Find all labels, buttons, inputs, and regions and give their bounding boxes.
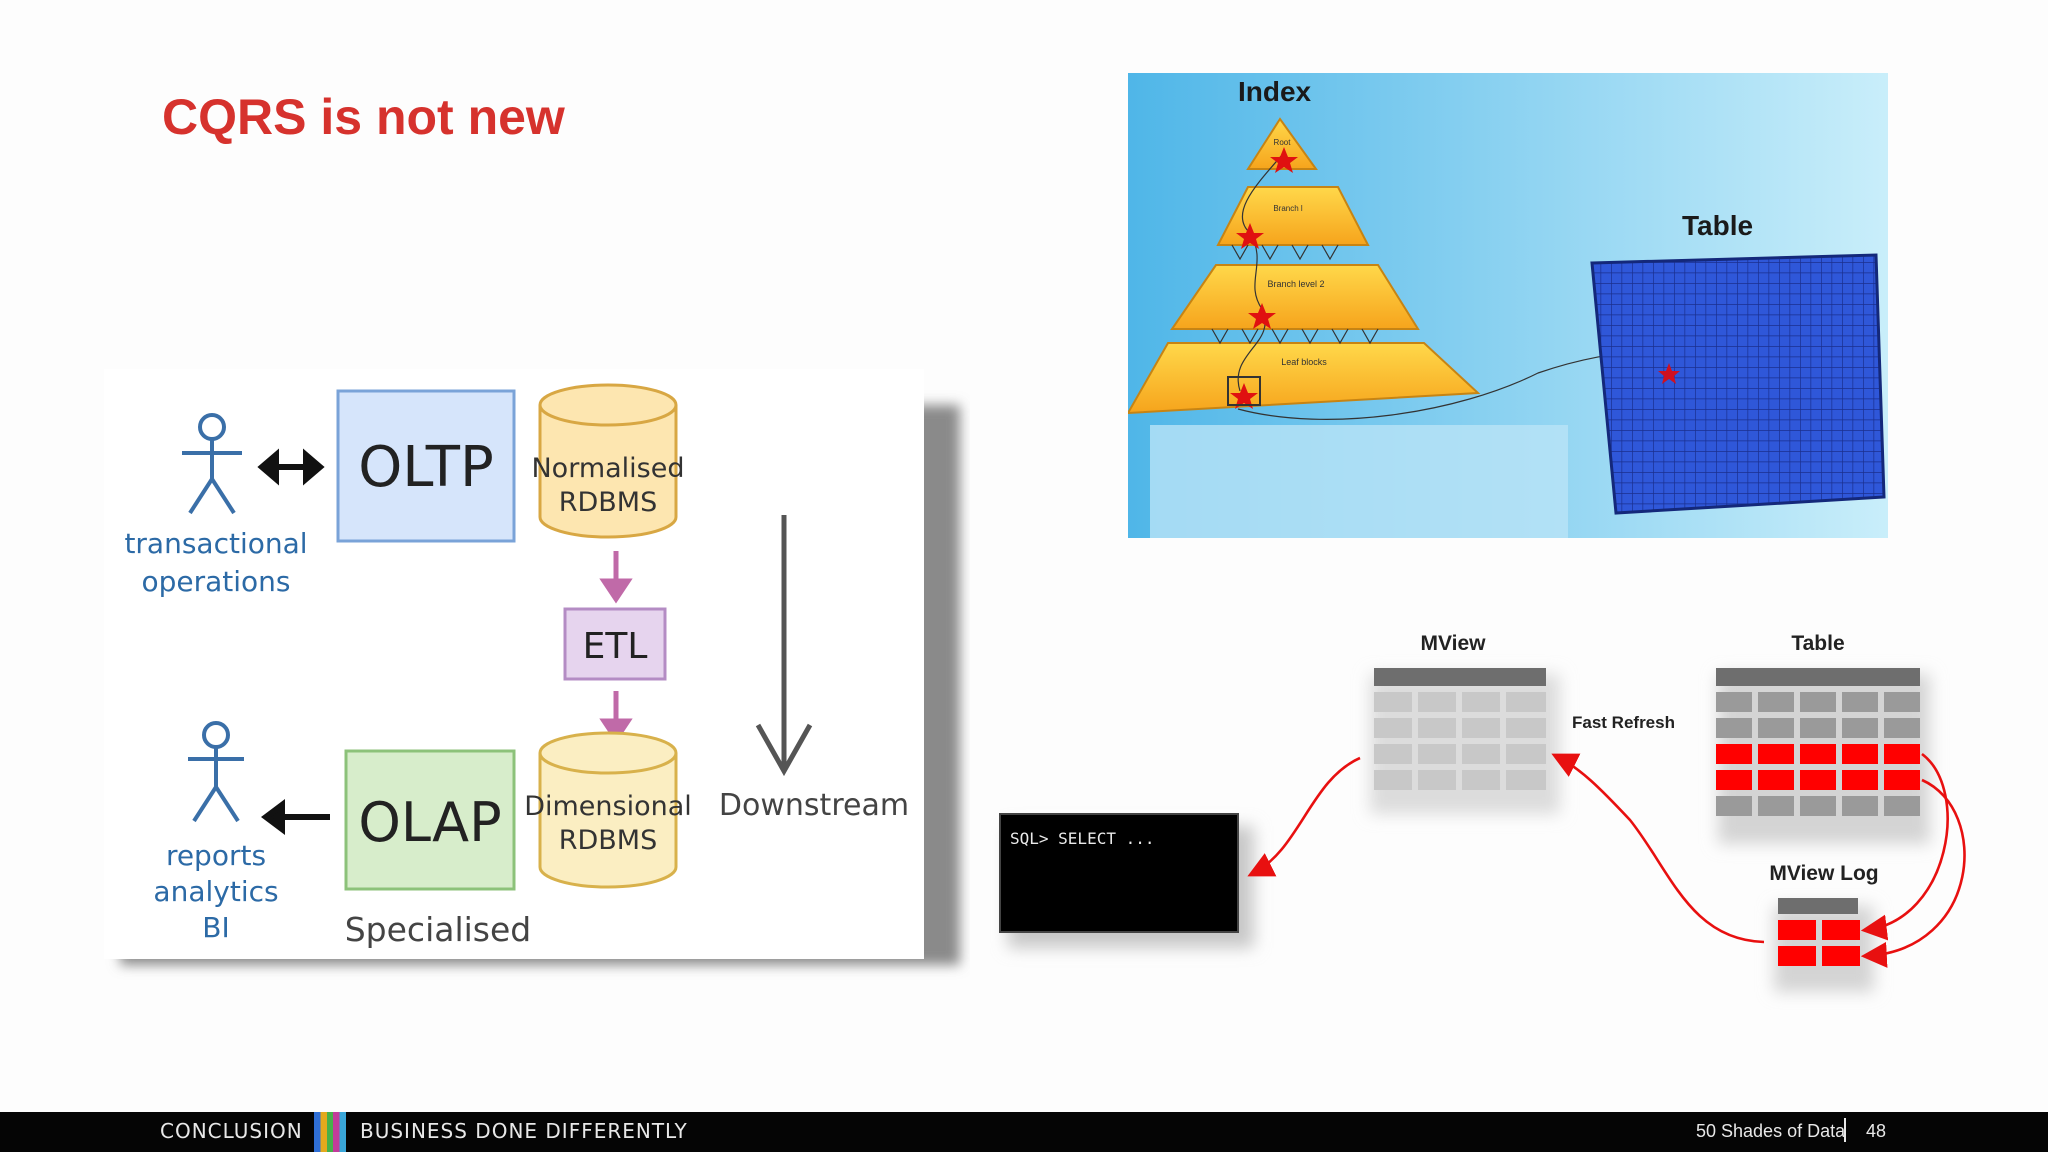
arrow-down-icon	[599, 551, 633, 604]
double-arrow-icon	[257, 448, 325, 486]
olap-label: OLAP	[358, 791, 501, 854]
db-top-line2: RDBMS	[559, 487, 658, 518]
specialised-label: Specialised	[345, 910, 532, 949]
branch-level-label: Branch l	[1273, 204, 1303, 213]
mview-log-label: MView Log	[1769, 862, 1878, 885]
slide-title: CQRS is not new	[162, 89, 565, 145]
index-label: Index	[1238, 76, 1312, 107]
etl-box	[563, 607, 667, 681]
olap-box	[344, 749, 516, 891]
mview-label: MView	[1421, 632, 1487, 655]
oltp-label: OLTP	[358, 435, 494, 500]
btree-pyramid: Root Branch l Branch level 2 Leaf blocks	[1128, 117, 1679, 420]
leaf-level-label: Leaf blocks	[1281, 357, 1327, 367]
fast-refresh-label: Fast Refresh	[1572, 713, 1675, 732]
normalised-db-icon	[538, 383, 678, 539]
etl-label: ETL	[583, 626, 648, 667]
downstream-arrow-icon	[755, 515, 813, 777]
db-top-line1: Normalised	[531, 453, 684, 484]
actor-bottom-line2: analytics	[153, 875, 278, 908]
actor-top-line2: operations	[141, 565, 290, 598]
db-bottom-line2: RDBMS	[559, 825, 658, 856]
source-table	[1716, 668, 1920, 816]
person-icon-top	[182, 413, 242, 515]
db-bottom-line1: Dimensional	[524, 791, 692, 822]
sql-terminal	[999, 813, 1239, 933]
mview-table	[1374, 668, 1546, 790]
mview-diagram: SQL> SELECT ... MView Fast Refresh Table…	[999, 632, 1966, 992]
footer-divider	[1844, 1118, 1846, 1142]
downstream-label: Downstream	[719, 788, 909, 823]
person-icon-bottom	[188, 721, 244, 823]
footer-section: CONCLUSION	[160, 1119, 303, 1143]
arrow-left-icon	[261, 799, 330, 835]
actor-bottom-line1: reports	[166, 839, 266, 872]
footer-color-bars	[314, 1112, 346, 1152]
refresh-arrows	[1247, 752, 1966, 968]
branch-level2-label: Branch level 2	[1267, 279, 1324, 289]
oltp-box	[336, 389, 516, 543]
actor-bottom-line3: BI	[202, 911, 229, 944]
mview-log-table	[1778, 898, 1860, 966]
sql-text: SQL> SELECT ...	[1010, 829, 1155, 848]
table-grid	[1590, 253, 1886, 515]
dimensional-db-icon	[538, 731, 678, 889]
footer-tagline: BUSINESS DONE DIFFERENTLY	[360, 1119, 688, 1143]
footer-page-number: 48	[1866, 1121, 1887, 1141]
index-table-image: Index Root Branch l Branch level 2 Leaf …	[1128, 73, 1888, 538]
actor-top-line1: transactional	[124, 527, 307, 560]
cqrs-diagram: transactional operations OLTP Normalised…	[104, 369, 960, 965]
footer-deck-name: 50 Shades of Data	[1696, 1121, 1846, 1141]
table-label: Table	[1682, 210, 1753, 241]
root-level-label: Root	[1274, 138, 1292, 147]
arrow-down-icon	[599, 691, 633, 744]
source-table-label: Table	[1791, 632, 1844, 655]
